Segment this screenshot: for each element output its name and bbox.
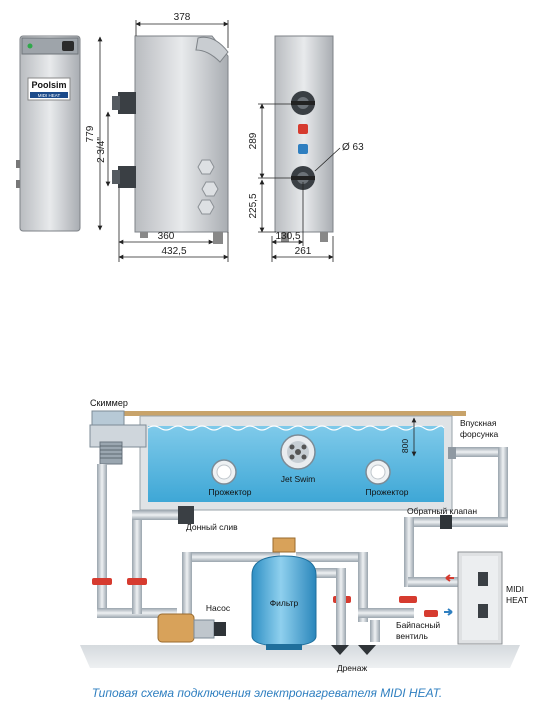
dim-289: 289 — [248, 132, 259, 149]
side-outlet-connector — [112, 166, 136, 188]
label-heater-2: HEAT — [506, 595, 528, 605]
heater-rear-view — [274, 35, 334, 242]
ground — [80, 645, 520, 668]
dim-432-5: 432,5 — [161, 246, 186, 257]
dim-360: 360 — [158, 231, 175, 242]
dim-2-3-4: 2 3/4" — [96, 137, 107, 163]
dimension-lines — [97, 20, 341, 262]
label-inlet-nozzle-1: Впускная — [460, 418, 497, 428]
label-spotlight-left: Прожектор — [209, 487, 252, 497]
label-drainage: Дренаж — [337, 663, 368, 673]
pipe-filter — [182, 552, 414, 648]
red-sensor-icon — [298, 124, 308, 134]
pipe-inlet-return — [404, 447, 508, 587]
label-jet-swim: Jet Swim — [281, 474, 315, 484]
label-bypass-2: вентиль — [396, 631, 428, 641]
dim-225-5: 225,5 — [248, 193, 259, 218]
label-spotlight-right: Прожектор — [366, 487, 409, 497]
label-depth: 800 — [400, 439, 410, 453]
label-heater-1: MIDI — [506, 584, 524, 594]
label-bypass-1: Байпасный — [396, 620, 440, 630]
brand-label: Poolsim — [31, 80, 66, 90]
pipe-skimmer — [97, 464, 194, 618]
heater-front-view: Poolsim MIDI HEAT — [16, 35, 81, 232]
pump — [157, 613, 226, 643]
label-filter: Фильтр — [270, 598, 299, 608]
power-switch-icon — [62, 41, 74, 51]
dim-261: 261 — [295, 246, 312, 257]
label-pump: Насос — [206, 603, 231, 613]
drainage-outlet — [331, 645, 376, 655]
rear-outlet-connector — [291, 166, 315, 190]
rear-inlet-connector — [291, 91, 315, 115]
cold-in-arrow-icon — [444, 608, 453, 616]
label-bottom-drain: Донный слив — [186, 522, 238, 532]
jet-swim — [280, 434, 316, 470]
blue-sensor-icon — [298, 144, 308, 154]
dim-378: 378 — [174, 12, 191, 23]
label-check-valve: Обратный клапан — [407, 506, 477, 516]
model-plate-label: MIDI HEAT — [38, 93, 61, 98]
side-inlet-connector — [112, 92, 136, 114]
dim-130-5: 130,5 — [275, 231, 300, 242]
label-inlet-nozzle-2: форсунка — [460, 429, 499, 439]
dim-779: 779 — [85, 125, 96, 142]
diagram-caption: Типовая схема подключения электронагрева… — [91, 686, 443, 700]
filter-tank — [251, 537, 317, 650]
label-skimmer: Скиммер — [90, 398, 128, 408]
dim-diameter-63: Ø 63 — [342, 142, 364, 153]
skimmer — [89, 410, 147, 465]
spotlight-left — [211, 459, 237, 485]
spotlight-right — [365, 459, 391, 485]
midi-heat-heater — [444, 551, 503, 645]
pool-deck — [122, 411, 466, 416]
indicator-led-icon — [27, 43, 33, 49]
heater-side-view — [112, 35, 229, 244]
hot-out-arrow-icon — [445, 574, 454, 582]
